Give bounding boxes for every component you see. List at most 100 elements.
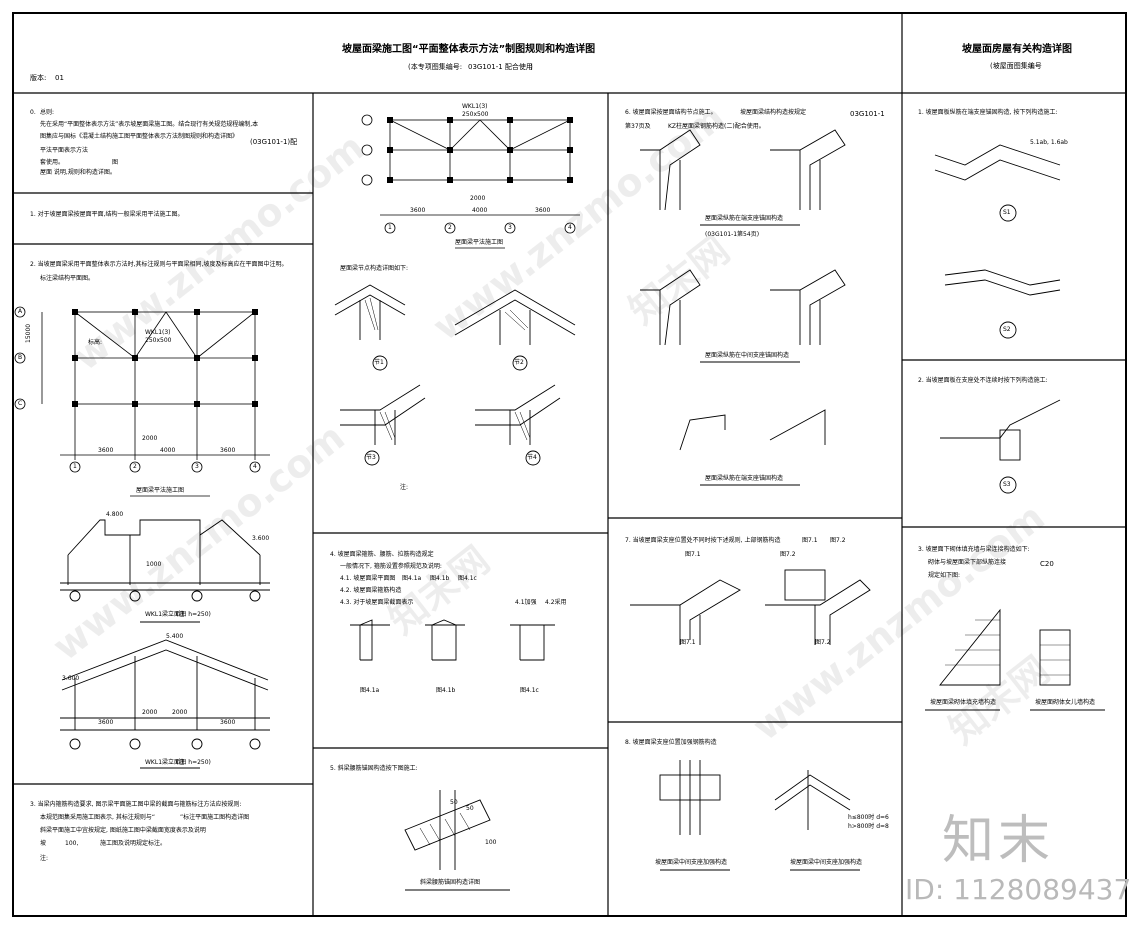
det-label-3: 节3 bbox=[366, 454, 376, 461]
s6-l1: 6. 坡屋面梁按屋面结构节点施工。 bbox=[625, 109, 717, 116]
c4-s3-line3: 规定如下图: bbox=[928, 572, 961, 579]
s0-line4: 套使用。 bbox=[40, 159, 65, 166]
note-a: (03G101-1第54页) bbox=[705, 231, 760, 238]
det-note: 注: bbox=[400, 484, 409, 491]
s4-l1: 一般情况下, 箍筋设置参照规范及说明: bbox=[340, 563, 442, 570]
det-label-2: 节2 bbox=[514, 359, 524, 366]
plan-dim-total: 15000 bbox=[25, 323, 33, 343]
s0-line5: 图 bbox=[112, 159, 119, 166]
top-sect: 250x500 bbox=[462, 111, 489, 118]
s8-caption-b: 坡屋面梁中间支座加强构造 bbox=[790, 859, 863, 866]
s8-caption-a: 坡屋面梁中间支座加强构造 bbox=[655, 859, 728, 866]
s4-fig-a: 图4.1a bbox=[360, 687, 380, 694]
s3-line1: 3. 当梁内箍筋构造要求, 图示梁平面施工图中梁的截面与箍筋标注方法应按规则: bbox=[30, 801, 242, 808]
plan-dim-3: 3600 bbox=[220, 447, 236, 454]
top-axis-4: 4 bbox=[568, 224, 572, 231]
c4-cap-a: 坡屋面梁砌体填充墙构造 bbox=[930, 699, 997, 706]
top-mid: 2000 bbox=[470, 195, 486, 202]
plan-dim-2: 4000 bbox=[160, 447, 176, 454]
s5-dim-2: 50 bbox=[466, 805, 474, 812]
det-label-4: 节4 bbox=[527, 454, 537, 461]
plan-axis-4: 4 bbox=[253, 463, 257, 470]
s4-title: 4. 坡屋面梁箍筋、腰筋、拉筋构造规定 bbox=[330, 551, 434, 558]
s6-l2: 第37页及 bbox=[625, 123, 651, 130]
s5-dim-1: 50 bbox=[450, 799, 458, 806]
plan-mid: 2000 bbox=[142, 435, 158, 442]
s3-line2: 本规范图集采用施工图表示, 其标注规则与“ bbox=[40, 814, 155, 821]
elev2-dim-3: 2000 bbox=[172, 709, 188, 716]
image-id-text: ID: 1128089437 bbox=[905, 873, 1132, 906]
s4-l4b: 4.1加强 bbox=[515, 599, 537, 606]
s7-l2b: 图7.2 bbox=[780, 551, 796, 558]
top-caption: 屋面梁平法施工图 bbox=[455, 239, 504, 246]
c4-s1-dim: 5.1ab, 1.6ab bbox=[1030, 139, 1068, 146]
s0-title: 总则: bbox=[40, 109, 55, 116]
s0-line2: 图集应与国标《混凝土结构施工图平面整体表示方法制图规则和构造详图》 bbox=[40, 133, 239, 140]
s8-note-2: h>800时 d=8 bbox=[848, 823, 889, 830]
s4-l3: 4.2. 坡屋面梁箍筋构造 bbox=[340, 587, 402, 594]
elev2-dim-2: 2000 bbox=[142, 709, 158, 716]
elev1-side: 3.600 bbox=[252, 535, 270, 542]
top-axis-3: 3 bbox=[508, 224, 512, 231]
s7-l1b: 图7.1 bbox=[802, 537, 818, 544]
fig-a: 屋面梁纵筋在端支座锚固构造 bbox=[705, 215, 784, 222]
s7-l1: 7. 当坡屋面梁支座位置处不同时按下述规则, 上部钢筋构造 bbox=[625, 537, 781, 544]
s6-l2b: KZ柱屋面梁钢筋构造(二)配合使用。 bbox=[668, 123, 765, 130]
plan-axis-3: 3 bbox=[195, 463, 199, 470]
plan-axis-2: 2 bbox=[133, 463, 137, 470]
top-dim-1: 3600 bbox=[410, 207, 426, 214]
s3-line8: 注: bbox=[40, 855, 49, 862]
s4-fig-c: 图4.1c bbox=[520, 687, 539, 694]
s2-note: 标注梁结构平面图。 bbox=[40, 275, 95, 282]
s0-line6: 屋面 说明,规则和构造详图。 bbox=[40, 169, 116, 176]
s0-line1: 先在采用“平面整体表示方法”表示坡屋面梁施工图。结合现行有关规范规程编制,本 bbox=[40, 121, 259, 128]
c4-s1-fig-a: S1 bbox=[1003, 209, 1011, 216]
fig-b: 屋面梁纵筋在中间支座锚固构造 bbox=[705, 352, 790, 359]
elev1-top: 4.800 bbox=[106, 511, 124, 518]
elev2-caption: WKL1梁立面图 bbox=[145, 759, 187, 766]
top-label: WKL1(3) bbox=[462, 103, 488, 110]
plan-row-b: B bbox=[18, 354, 23, 361]
elev1-caption: WKL1梁立面图 bbox=[145, 611, 187, 618]
s4-fig-b: 图4.1b bbox=[436, 687, 456, 694]
top-axis-2: 2 bbox=[448, 224, 452, 231]
s3-line6: 100, bbox=[65, 840, 79, 847]
c4-s1: 1. 坡屋面板纵筋在端支座锚固构造, 按下列构造施工: bbox=[918, 109, 1058, 116]
plan-row-a: A bbox=[18, 308, 23, 315]
s4-l4c: 4.2采用 bbox=[545, 599, 567, 606]
elev2-dim-1: 3600 bbox=[98, 719, 114, 726]
c4-s3: 3. 坡屋面下砌体填充墙与梁连接构造如下: bbox=[918, 546, 1030, 553]
s4-l2d: 图4.1c bbox=[458, 575, 477, 582]
elev2-side: 3.600 bbox=[62, 675, 80, 682]
s5-title: 5. 斜梁腰筋锚固构造按下图施工: bbox=[330, 765, 418, 772]
right-title: 坡屋面房屋有关构造详图 bbox=[962, 44, 1072, 55]
right-subtitle-suffix: ) bbox=[1030, 62, 1033, 70]
elev2-dim-4: 3600 bbox=[220, 719, 236, 726]
fig-c: 屋面梁纵筋在端支座锚固构造 bbox=[705, 475, 784, 482]
s2-text: 2. 当坡屋面梁采用平面整体表示方法时,其标注规则与平面梁相同,坡度及标高应在平… bbox=[30, 261, 288, 268]
elev1-mid: 1000 bbox=[146, 561, 162, 568]
s7-l2: 图7.1 bbox=[685, 551, 701, 558]
s0-line3: 平法平面表示方法 bbox=[40, 147, 89, 154]
s8-title: 8. 坡屋面梁支座位置加强钢筋构造 bbox=[625, 739, 717, 746]
s1-text: 1. 对于坡屋面梁按屋面平面,结构一般梁采用平法施工图。 bbox=[30, 211, 184, 218]
s8-note-1: h≤800时 d=6 bbox=[848, 814, 889, 821]
main-subtitle-prefix: (本专项图集编号: bbox=[408, 63, 463, 71]
s5-dim-3: 100 bbox=[485, 839, 497, 846]
s3-line4: 斜梁平面施工中宜按规定, 图纸施工图中梁截面宽度表示及说明 bbox=[40, 827, 206, 834]
c4-cap-b: 坡屋面砌体女儿墙构造 bbox=[1035, 699, 1096, 706]
main-title: 坡屋面梁施工图“平面整体表示方法”制图规则和构造详图 bbox=[342, 44, 596, 55]
main-subtitle-suffix: ) bbox=[530, 63, 533, 71]
elev1-note: (注: h=250) bbox=[176, 611, 211, 618]
s4-l4: 4.3. 对于坡屋面梁截面表示 bbox=[340, 599, 414, 606]
right-subtitle: (坡屋面图集编号 bbox=[990, 62, 1042, 70]
plan-row-c: C bbox=[18, 400, 23, 407]
plan-caption: 屋面梁平法施工图 bbox=[136, 487, 185, 494]
plan-elev: 标高: bbox=[88, 339, 103, 346]
s0-code: (03G101-1)配 bbox=[250, 138, 298, 146]
elev2-note: (注: h=250) bbox=[176, 759, 211, 766]
plan-axis-1: 1 bbox=[73, 463, 77, 470]
plan-label-a: WKL1(3) bbox=[145, 329, 171, 336]
s5-caption: 斜梁腰筋锚固构造详图 bbox=[420, 879, 481, 886]
